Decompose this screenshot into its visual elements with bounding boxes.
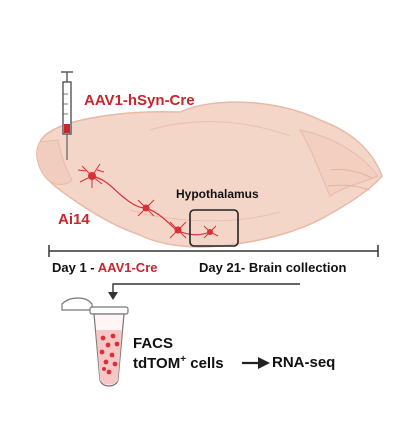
arrow-icon — [108, 292, 118, 300]
cell-dots — [99, 333, 120, 375]
neuron-icon — [77, 163, 105, 188]
brain-illustration — [36, 101, 383, 248]
brain-fold-line-3 — [329, 169, 373, 179]
method-label: FACS — [133, 335, 174, 352]
arrow-icon — [242, 357, 270, 369]
neuron-icon — [137, 199, 155, 217]
syringe-icon — [61, 71, 73, 160]
day1-prefix: Day 1 - — [52, 260, 98, 275]
brain-cerebellum — [298, 129, 379, 197]
brain-fold-line-4 — [327, 184, 371, 191]
cells-superscript: + — [180, 354, 187, 365]
brain-fold-line-2 — [129, 209, 281, 222]
connector-line — [112, 283, 300, 294]
tube-lid — [61, 297, 93, 311]
tube-rim — [89, 306, 129, 315]
cells-suffix: cells — [186, 355, 224, 372]
brain-olfactory-bulb — [36, 139, 73, 185]
brain-body — [38, 101, 383, 248]
output-label: RNA-seq — [272, 354, 336, 371]
tube-icon — [61, 297, 129, 387]
region-box — [189, 209, 239, 247]
region-label: Hypothalamus — [176, 187, 259, 201]
day1-virus: AAV1-Cre — [97, 260, 158, 275]
brain-fold-line-1 — [149, 121, 291, 137]
timeline-bar — [48, 245, 379, 257]
timeline-day1: Day 1 - AAV1-Cre — [52, 260, 157, 275]
virus-label: AAV1-hSyn-Cre — [84, 92, 195, 109]
timeline-day21: Day 21- Brain collection — [199, 260, 347, 275]
tube-liquid — [96, 330, 122, 385]
mouse-line-label: Ai14 — [58, 211, 90, 228]
cells-prefix: tdTOM — [133, 355, 181, 372]
neuron-icon — [203, 225, 219, 239]
neuron-icon — [169, 221, 187, 239]
cells-label: tdTOM+ cells — [133, 354, 224, 372]
